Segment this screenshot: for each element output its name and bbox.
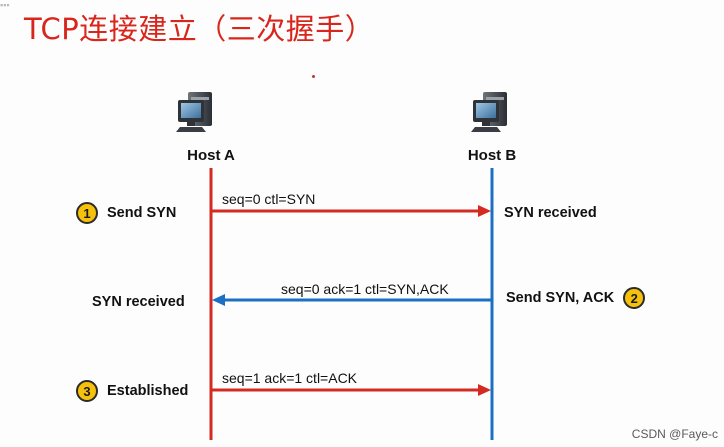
message-ack: seq=1 ack=1 ctl=ACK <box>222 370 358 386</box>
step-send-syn: 1 Send SYN <box>76 202 176 224</box>
cursor-dot <box>312 75 315 78</box>
step-3-badge: 3 <box>76 380 98 402</box>
corner-mark: ▪▪▪ <box>0 0 10 10</box>
step-2-badge: 2 <box>623 287 646 309</box>
watermark: CSDN @Faye-c <box>631 427 718 441</box>
step-send-syn-ack: Send SYN, ACK 2 <box>506 287 646 309</box>
computer-icon-host-b <box>471 92 507 132</box>
step-2-label: Send SYN, ACK <box>506 290 615 306</box>
status-a-syn-received: SYN received <box>92 294 185 310</box>
message-syn-ack: seq=0 ack=1 ctl=SYN,ACK <box>281 281 449 297</box>
computer-icon-host-a <box>176 92 212 132</box>
arrow-syn <box>212 205 491 217</box>
step-1-label: Send SYN <box>107 205 177 221</box>
status-b-syn-received: SYN received <box>504 205 597 221</box>
step-established: 3 Established <box>76 380 188 402</box>
host-a-label: Host A <box>187 147 235 164</box>
host-b-label: Host B <box>467 147 517 164</box>
arrow-syn-ack <box>212 294 491 306</box>
step-1-badge: 1 <box>76 202 98 224</box>
arrow-ack <box>212 384 491 396</box>
page-title: TCP连接建立（三次握手） <box>24 12 375 46</box>
message-syn: seq=0 ctl=SYN <box>222 191 316 207</box>
step-3-label: Established <box>107 383 189 399</box>
